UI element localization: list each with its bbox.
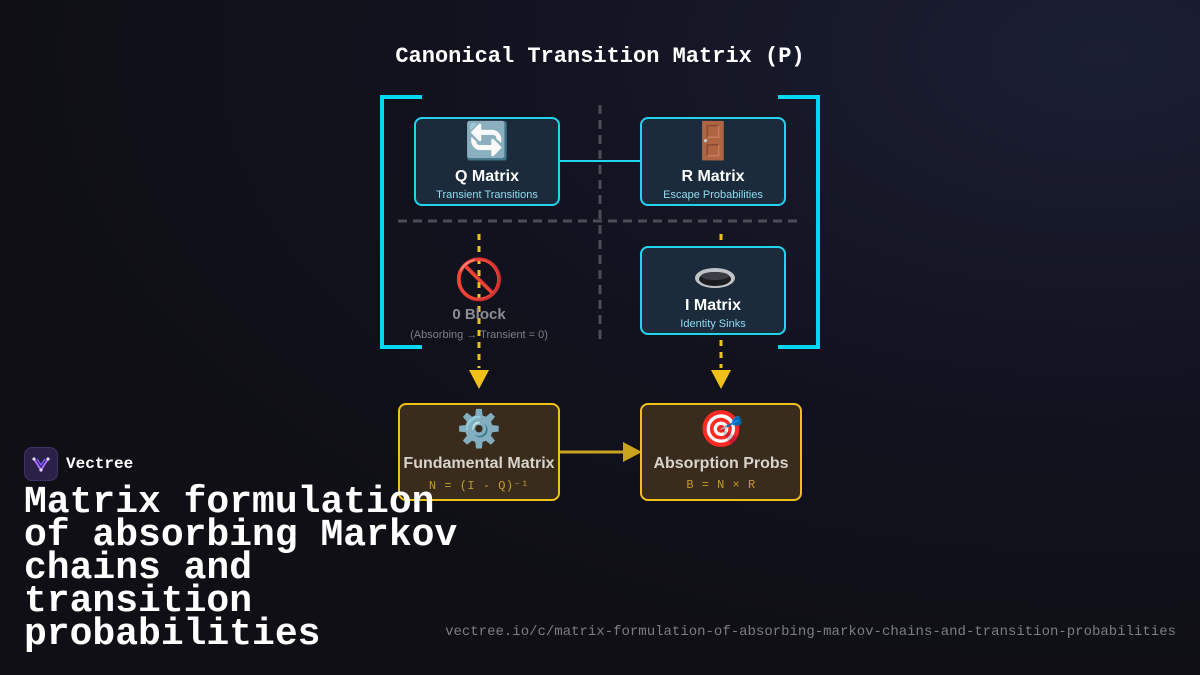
door-icon: 🚪	[690, 120, 736, 161]
i-matrix-label: I Matrix	[684, 297, 741, 314]
fundamental-matrix-formula: N = (I - Q)⁻¹	[428, 479, 530, 493]
q-to-fundamental-arrowhead	[469, 370, 489, 389]
target-icon: 🎯	[698, 408, 744, 449]
q-matrix-sub: Transient Transitions	[436, 189, 538, 201]
diagram-title: Canonical Transition Matrix (P)	[395, 44, 805, 69]
right-bracket	[778, 95, 820, 349]
r-matrix-sub: Escape Probabilities	[663, 189, 763, 201]
r-matrix-label: R Matrix	[681, 168, 745, 185]
q-matrix-label: Q Matrix	[454, 168, 519, 185]
brand-name: Vectree	[66, 455, 134, 473]
hole-icon	[695, 268, 735, 288]
absorption-probs-box: 🎯 Absorption Probs B = N × R	[640, 403, 802, 501]
cycle-arrows-icon: 🔄	[464, 120, 510, 161]
gear-icon: ⚙️	[456, 408, 502, 449]
fundamental-matrix-box: ⚙️ Fundamental Matrix N = (I - Q)⁻¹	[398, 403, 560, 501]
page-headline: Matrix formulation of absorbing Markov c…	[24, 481, 458, 656]
fundamental-to-absorption-arrowhead	[623, 442, 642, 462]
vectree-logo-icon	[24, 447, 58, 481]
absorption-probs-label: Absorption Probs	[653, 455, 789, 472]
zero-block-label: 0 Block	[452, 306, 506, 323]
left-bracket	[380, 95, 422, 349]
i-matrix-sub: Identity Sinks	[680, 318, 746, 330]
fundamental-matrix-label: Fundamental Matrix	[403, 455, 555, 472]
absorption-probs-formula: B = N × R	[686, 478, 756, 492]
zero-block-sub: (Absorbing → Transient = 0)	[410, 329, 548, 341]
i-matrix-box: I Matrix Identity Sinks	[640, 246, 786, 335]
brand[interactable]: Vectree	[24, 447, 133, 481]
prohibited-icon: 🚫	[454, 258, 504, 302]
i-to-absorption-arrowhead	[711, 370, 731, 389]
page-url[interactable]: vectree.io/c/matrix-formulation-of-absor…	[445, 624, 1176, 640]
r-matrix-box: 🚪 R Matrix Escape Probabilities	[640, 117, 786, 206]
q-matrix-box: 🔄 Q Matrix Transient Transitions	[414, 117, 560, 206]
zero-block: 🚫 0 Block (Absorbing → Transient = 0)	[398, 258, 560, 341]
